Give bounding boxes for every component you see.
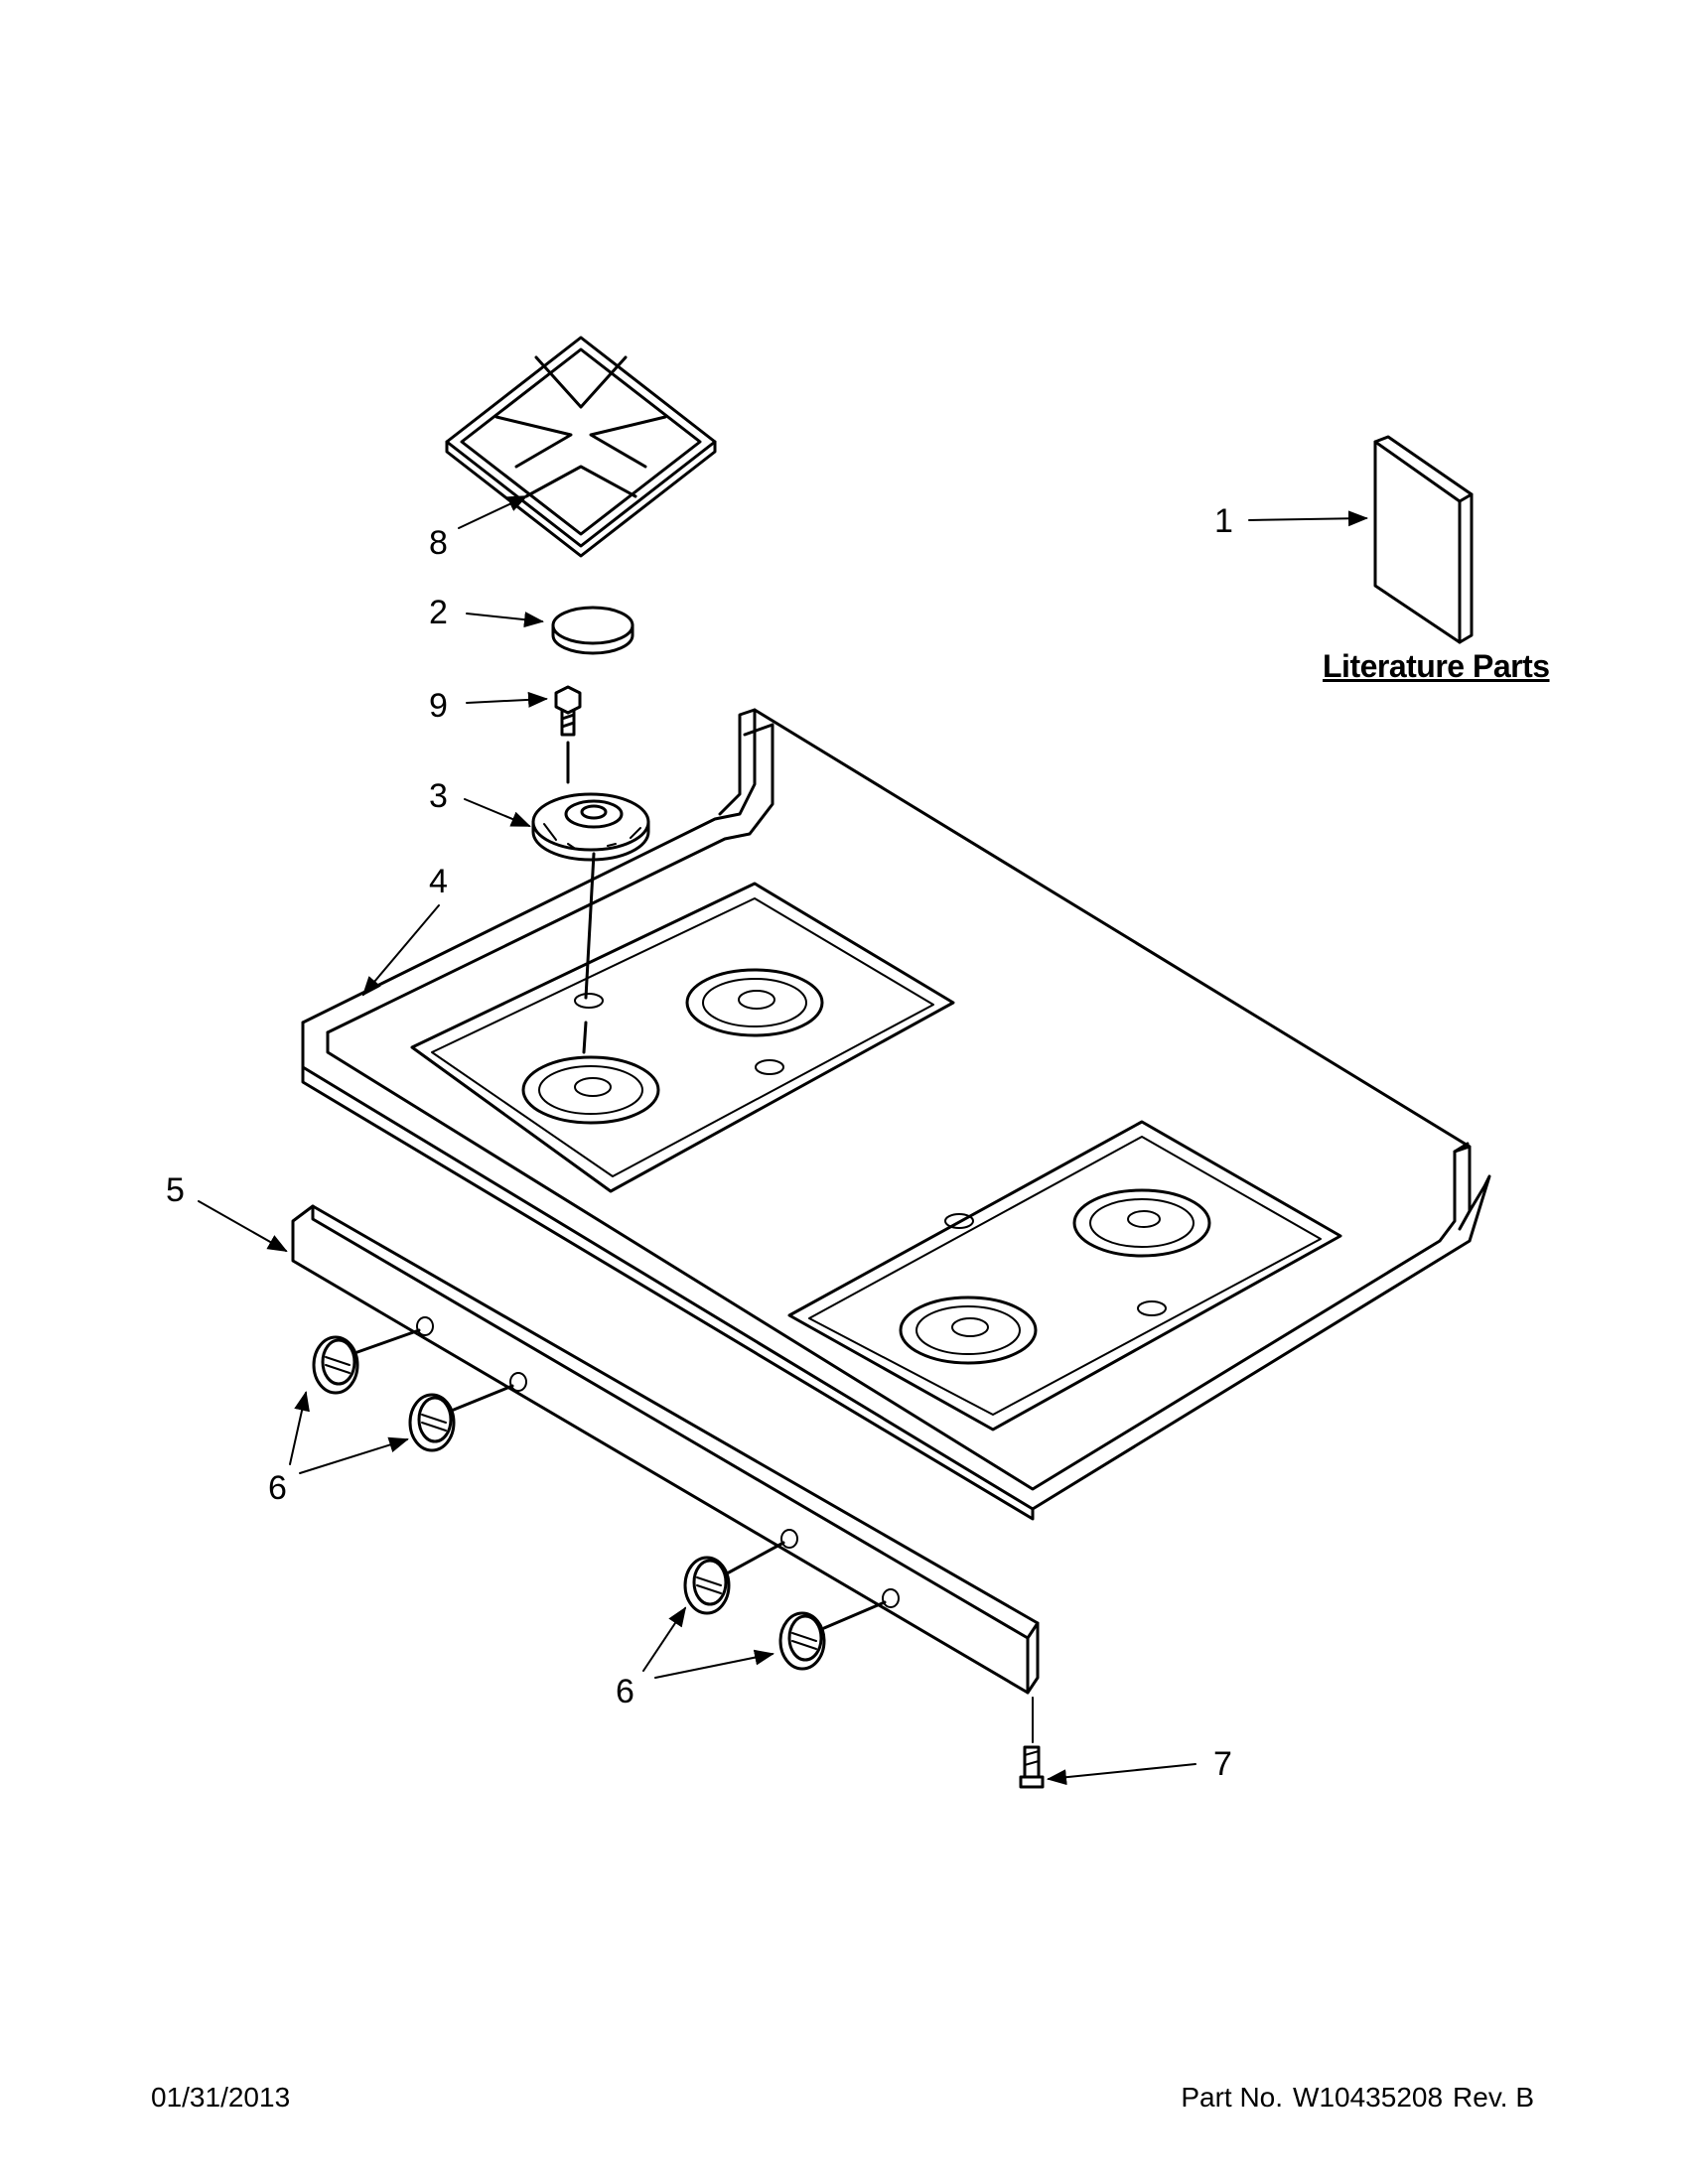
control-knobs — [312, 1328, 887, 1671]
control-panel — [291, 1204, 1040, 1695]
cooktop — [301, 708, 1491, 1521]
callout-7: 7 — [1213, 1745, 1232, 1783]
leader-arrows — [198, 495, 1368, 1786]
callout-6b: 6 — [616, 1673, 634, 1710]
burner-head — [531, 792, 650, 862]
callout-4: 4 — [429, 863, 448, 900]
burner-cap — [551, 606, 634, 655]
callout-9: 9 — [429, 687, 448, 725]
burner-grate — [445, 336, 717, 558]
footer-part-number: Part No. W10435208 Rev. B — [1171, 2082, 1534, 2114]
footer-date: 01/31/2013 — [151, 2082, 291, 2113]
callout-6a: 6 — [268, 1469, 287, 1507]
callout-3: 3 — [429, 777, 448, 815]
callout-2: 2 — [429, 594, 448, 631]
literature-booklet — [1373, 435, 1474, 644]
callout-8: 8 — [429, 524, 448, 562]
part-prefix: Part No. — [1181, 2082, 1284, 2113]
literature-parts-label: Literature Parts — [1323, 648, 1550, 684]
burner-screw — [554, 685, 582, 784]
revision: Rev. B — [1453, 2082, 1534, 2113]
callout-5: 5 — [166, 1171, 185, 1209]
panel-screw — [1019, 1697, 1045, 1789]
part-number: W10435208 — [1293, 2082, 1444, 2113]
callout-1: 1 — [1214, 502, 1233, 540]
